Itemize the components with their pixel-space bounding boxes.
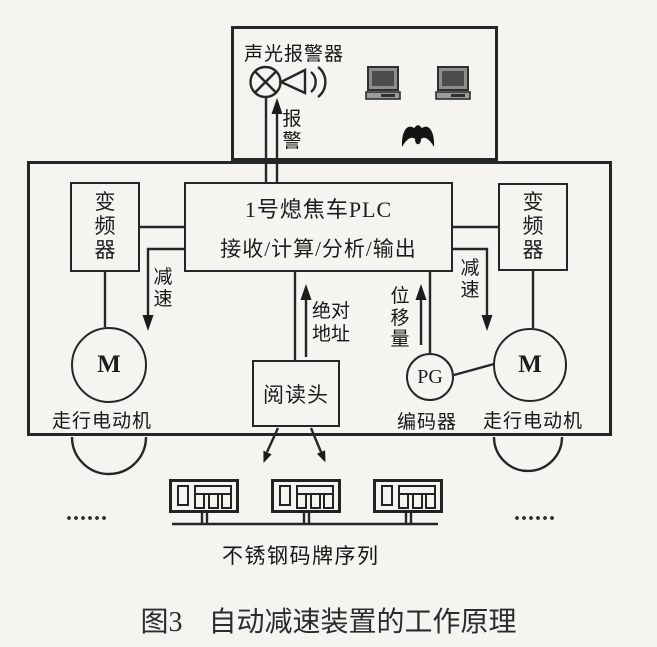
code-plate — [271, 479, 341, 513]
decel-left-arrowhead — [142, 315, 154, 331]
decel-left-label: 减速 — [153, 267, 173, 310]
motor-left-circle: M — [71, 327, 147, 403]
encoder-label: 编码器 — [397, 412, 458, 433]
code-plate-cell-icon — [194, 493, 205, 509]
code-plate-cell-icon — [425, 493, 436, 509]
ellipsis-left: ...... — [66, 500, 108, 526]
computer-icon — [435, 66, 471, 100]
code-plate-cell-icon — [398, 493, 409, 509]
figure-title: 自动减速装置的工作原理 — [208, 607, 517, 638]
decel-right-line — [453, 247, 489, 317]
vfd-left-box: 变频器 — [70, 182, 140, 272]
reader-plate-arrowhead2 — [316, 450, 326, 463]
plates-label: 不锈钢码牌序列 — [222, 544, 380, 568]
alarm-device-label: 声光报警器 — [244, 44, 345, 65]
displacement-arrowhead — [415, 284, 427, 300]
speaker-horn-icon — [278, 66, 327, 98]
reader-box: 阅读头 — [252, 360, 340, 427]
reader-plate-arrow1-shaft — [265, 427, 280, 453]
motor-right-circle: M — [493, 328, 567, 402]
vfd-right-box: 变频器 — [498, 183, 568, 271]
encoder-circle: PG — [406, 353, 454, 401]
alarm-signal-label: 报警 — [282, 109, 302, 152]
code-plate-bar-icon — [381, 485, 393, 506]
code-plate-bar-icon — [279, 485, 291, 506]
motor-left-label: 走行电动机 — [52, 411, 153, 432]
code-plate-cell-icon — [208, 493, 219, 509]
abs-address-arrowhead — [300, 284, 312, 300]
decel-left-line — [146, 247, 184, 317]
plc-title: 1号熄焦车PLC — [244, 196, 393, 222]
plc-subtitle: 接收/计算/分析/输出 — [220, 236, 417, 261]
reader-label: 阅读头 — [263, 382, 329, 407]
vfd-right-label: 变频器 — [522, 190, 544, 262]
decel-right-arrowhead — [481, 315, 493, 331]
motor-left-symbol: M — [97, 351, 121, 378]
code-plate — [373, 479, 443, 513]
vfd-left-label: 变频器 — [94, 190, 116, 262]
code-plate — [169, 479, 239, 513]
code-plate-cell-icon — [412, 493, 423, 509]
reader-plate-arrowhead1 — [263, 450, 272, 463]
wheel-left-icon — [70, 436, 148, 476]
abs-address-label: 绝对地址 — [312, 301, 351, 346]
encoder-symbol: PG — [417, 365, 443, 388]
figure-number: 图3 — [140, 607, 183, 638]
control-room-box — [231, 26, 498, 161]
ellipsis-right: ...... — [514, 500, 556, 526]
pg-motor-line — [453, 362, 495, 377]
figure-caption: 图3 自动减速装置的工作原理 — [0, 600, 657, 640]
alarm-arrowhead — [271, 98, 283, 114]
quench-car-box — [27, 161, 612, 436]
motor-right-label: 走行电动机 — [483, 411, 584, 432]
displacement-label: 位移量 — [390, 286, 410, 351]
wheel-right-icon — [492, 436, 564, 473]
reader-plate-arrow2-shaft — [309, 427, 323, 453]
operator-icon — [401, 125, 435, 147]
code-plate-cell-icon — [310, 493, 321, 509]
code-plate-cell-icon — [323, 493, 334, 509]
plc-box: 1号熄焦车PLC 接收/计算/分析/输出 — [184, 182, 453, 272]
computer-icon — [365, 66, 401, 100]
code-plate-cell-icon — [221, 493, 232, 509]
motor-right-symbol: M — [518, 351, 542, 378]
code-plate-bar-icon — [177, 485, 189, 506]
code-plate-cell-icon — [296, 493, 307, 509]
decel-right-label: 减速 — [460, 258, 480, 301]
